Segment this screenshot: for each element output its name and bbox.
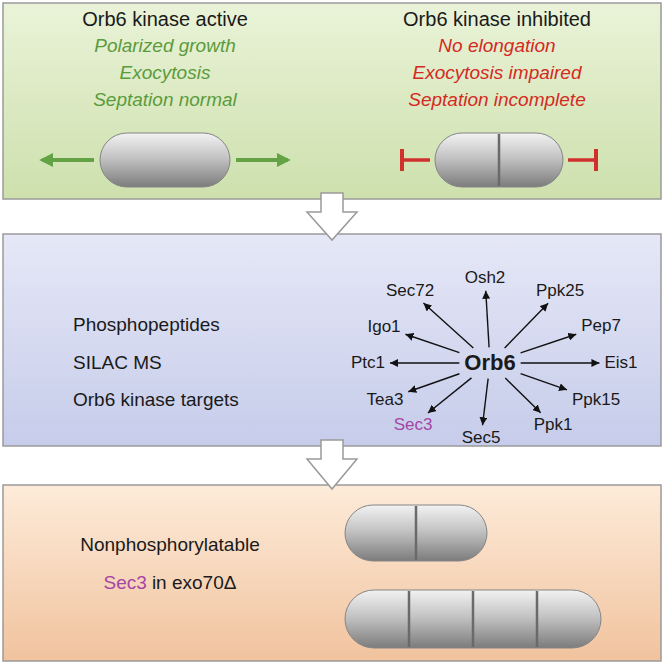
label-text: Sec72 xyxy=(386,281,434,301)
stage-panel-fill xyxy=(3,485,661,661)
inhibition-bar xyxy=(594,149,598,171)
target-label: Sec3 xyxy=(391,414,436,436)
septum xyxy=(498,134,501,186)
septum xyxy=(408,591,411,647)
target-arrow xyxy=(521,334,577,353)
label-text: Ptc1 xyxy=(351,353,385,373)
stage-panel-fill xyxy=(3,234,661,446)
label-text: SILAC MS xyxy=(73,352,162,374)
label-text: Septation incomplete xyxy=(408,89,585,111)
label-text: Ppk25 xyxy=(536,281,584,301)
target-label: Eis1 xyxy=(601,352,640,374)
target-arrow xyxy=(521,362,600,363)
yeast-cell xyxy=(100,133,230,187)
label-text: Phosphopeptides xyxy=(73,314,220,336)
growth-arrow xyxy=(42,158,94,162)
label-text: Eis1 xyxy=(604,353,637,373)
block-arrow xyxy=(307,193,357,240)
stage-panel: PhosphopeptidesSILAC MS Orb6 kinase targe… xyxy=(3,234,661,446)
target-label: Ppk15 xyxy=(569,389,623,411)
target-label: Ppk1 xyxy=(531,414,576,436)
target-label: Sec5 xyxy=(459,427,504,449)
yeast-cell xyxy=(345,590,601,648)
label-text: Sec3 xyxy=(394,415,433,435)
target-label: Tea3 xyxy=(364,389,407,411)
label-text: Orb6 xyxy=(464,350,515,375)
label-text: Exocytosis xyxy=(120,62,211,84)
label-text: Tea3 xyxy=(367,390,404,410)
septum xyxy=(415,506,418,560)
label-text: Septation normal xyxy=(93,89,237,111)
target-arrow xyxy=(405,334,459,352)
label-text: Orb6 kinase inhibited xyxy=(403,8,591,31)
growth-arrow xyxy=(236,158,288,162)
stage-panel: Orb6 kinase activePolarized growthExocyt… xyxy=(3,3,661,199)
label-text: Pep7 xyxy=(581,316,621,336)
inhibition-line xyxy=(402,158,430,162)
target-arrow xyxy=(483,379,489,426)
label-text: Ppk1 xyxy=(534,415,573,435)
target-label: Ptc1 xyxy=(348,352,388,374)
label-text: Orb6 kinase active xyxy=(82,8,248,31)
target-label: Igo1 xyxy=(364,316,403,338)
target-arrow xyxy=(408,374,459,392)
label-text: Ppk15 xyxy=(572,390,620,410)
inhibition-bar xyxy=(400,149,404,171)
label-text: No elongation xyxy=(438,35,555,57)
target-arrow xyxy=(505,303,548,348)
target-arrow xyxy=(423,303,473,348)
stage-panel-fill xyxy=(3,3,661,199)
target-label: Osh2 xyxy=(462,267,509,289)
target-arrow xyxy=(390,362,459,363)
yeast-cell xyxy=(435,133,563,187)
target-arrow xyxy=(505,378,540,413)
target-arrow xyxy=(486,291,489,348)
label-text: Sec3 xyxy=(104,572,147,594)
inhibition-line xyxy=(568,158,596,162)
label-text: Igo1 xyxy=(367,317,400,337)
label-text: Sec5 xyxy=(462,428,501,448)
target-label: Ppk25 xyxy=(533,280,587,302)
septum xyxy=(472,591,475,647)
kinase-label: Orb6 xyxy=(461,349,518,376)
target-label: Pep7 xyxy=(578,315,624,337)
block-arrow xyxy=(307,440,357,489)
septum xyxy=(536,591,539,647)
target-label: Sec72 xyxy=(383,280,437,302)
target-arrow xyxy=(521,374,567,390)
label-text: Exocytosis impaired xyxy=(413,62,582,84)
label-text: Polarized growth xyxy=(94,35,236,57)
yeast-cell xyxy=(345,505,487,561)
label-text: Orb6 kinase targets xyxy=(73,389,239,411)
stage-panel: NonphosphorylatableSec3in exo70Δ xyxy=(3,485,661,661)
label-text: in exo70Δ xyxy=(152,572,237,594)
label-text: Nonphosphorylatable xyxy=(80,534,260,556)
label-text: Osh2 xyxy=(465,268,506,288)
